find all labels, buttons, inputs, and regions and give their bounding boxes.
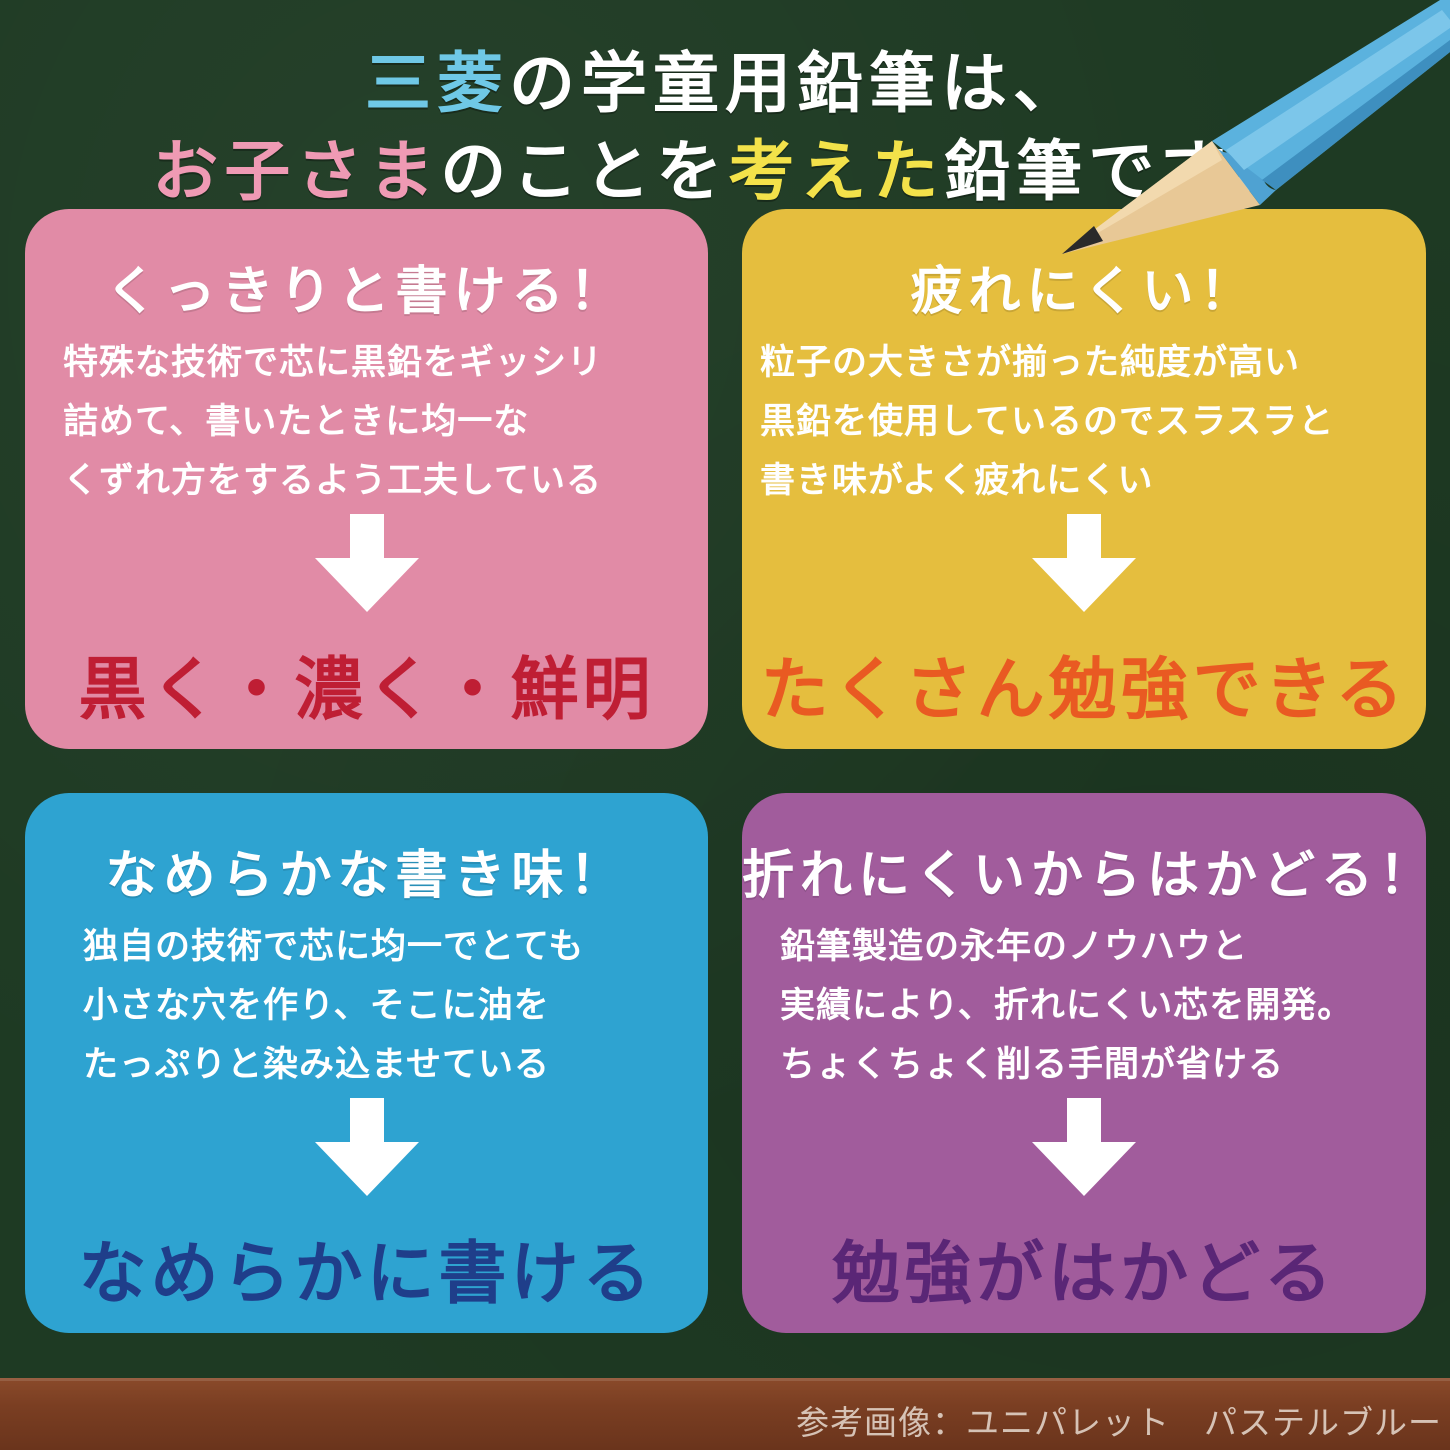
down-arrow-icon [314,1098,419,1196]
card-body-line: 書き味がよく疲れにくい [760,461,1154,501]
title-line2-mid: のことを [440,133,729,210]
title-line-1: 三菱の学童用鉛筆は、 [0,30,1450,126]
card-body-line: くずれ方をするよう工夫している [63,461,602,501]
card-less-fatigue: 疲れにくい！ 粒子の大きさが揃った純度が高い 黒鉛を使用しているのでスラスラと … [742,209,1426,749]
card-smooth-writing: なめらかな書き味！ 独自の技術で芯に均一でとても 小さな穴を作り、そこに油を た… [25,793,708,1333]
title-children: お子さま [152,133,441,210]
card-result: なめらかに書ける [78,1235,655,1314]
card-heading: 折れにくいからはかどる！ [742,846,1437,906]
card-body-line: 実績により、折れにくい芯を開発。 [780,986,1354,1026]
card-body: 特殊な技術で芯に黒鉛をギッシリ 詰めて、書いたときに均一な くずれ方をするよう工… [63,334,603,511]
card-heading: 疲れにくい！ [910,262,1258,322]
chalk-ledge [0,1378,1450,1450]
card-body: 鉛筆製造の永年のノウハウと 実績により、折れにくい芯を開発。 ちょくちょく削る手… [780,918,1353,1095]
title-considered: 考えた [728,133,945,210]
card-body: 独自の技術で芯に均一でとても 小さな穴を作り、そこに油を たっぷりと染み込ませて… [83,918,584,1095]
title-line-2: お子さまのことを考えた鉛筆です。 [0,118,1450,214]
card-body-line: 特殊な技術で芯に黒鉛をギッシリ [63,343,604,383]
card-result: 勉強がはかどる [831,1235,1336,1314]
card-crisp-writing: くっきりと書ける！ 特殊な技術で芯に黒鉛をギッシリ 詰めて、書いたときに均一な … [25,209,708,749]
reference-caption: 参考画像：ユニパレット パステルブルー [796,1403,1442,1442]
card-result: 黒く・濃く・鮮明 [78,651,655,730]
card-body-line: 独自の技術で芯に均一でとても [83,927,585,967]
card-body-line: 粒子の大きさが揃った純度が高い [760,343,1301,383]
title-brand: 三菱 [365,45,509,122]
down-arrow-icon [1032,1098,1136,1196]
card-body-line: 詰めて、書いたときに均一な [63,402,530,442]
title-line2-end: 鉛筆です。 [944,133,1298,210]
card-body-line: 鉛筆製造の永年のノウハウと [780,927,1249,967]
card-break-resistant: 折れにくいからはかどる！ 鉛筆製造の永年のノウハウと 実績により、折れにくい芯を… [742,793,1437,1333]
card-body-line: ちょくちょく削る手間が省ける [780,1045,1285,1085]
card-body: 粒子の大きさが揃った純度が高い 黒鉛を使用しているのでスラスラと 書き味がよく疲… [760,334,1334,511]
card-body-line: 黒鉛を使用しているのでスラスラと [760,402,1335,442]
down-arrow-icon [314,514,419,612]
title-line1-rest: の学童用鉛筆は、 [509,45,1085,122]
card-heading: くっきりと書ける！ [105,262,628,322]
card-body-line: 小さな穴を作り、そこに油を [83,986,550,1026]
card-body-line: たっぷりと染み込ませている [83,1045,550,1085]
card-heading: なめらかな書き味！ [105,846,628,906]
down-arrow-icon [1032,514,1136,612]
card-result: たくさん勉強できる [760,651,1408,730]
